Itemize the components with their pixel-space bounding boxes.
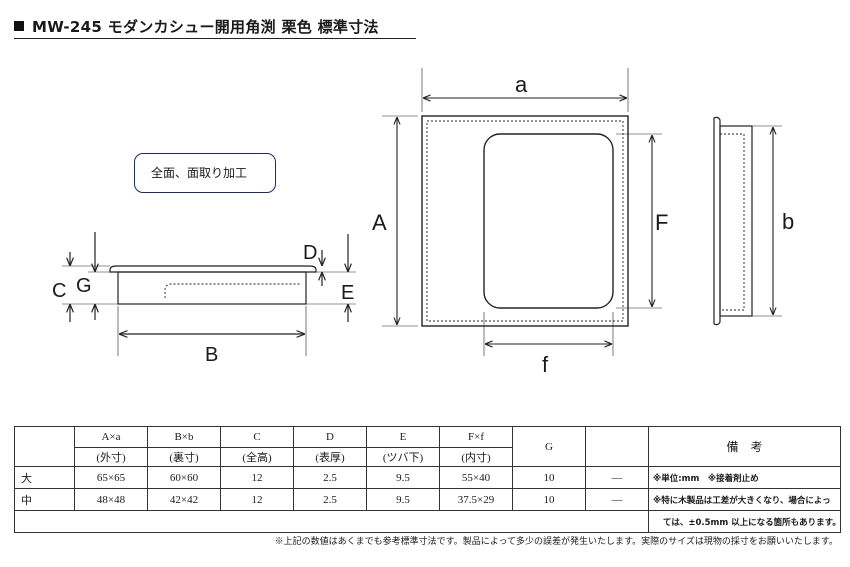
header-cell: E [366,426,440,448]
header-size-cell [14,426,75,467]
label-a: a [515,72,528,97]
table-blank-row: ては、±0.5mm 以上になる箇所もあります。 [14,510,841,533]
technical-drawing: C G D E B a A F f [52,68,794,377]
value-cell: 10 [512,466,586,489]
table-row: 中 48×48 42×42 12 2.5 9.5 37.5×29 10 ― ※特… [14,488,841,511]
table-subheader-row: (外寸) (裏寸) (全高) (表厚) (ツバ下) (内寸) [15,447,841,467]
title-underline [14,38,416,39]
value-cell: ― [585,488,649,511]
header-cell: G [512,426,586,467]
value-cell: 12 [220,488,294,511]
value-cell: 42×42 [147,488,221,511]
label-big-f: F [655,210,668,235]
header-cell: A×a [74,426,148,448]
value-cell: 10 [512,488,586,511]
footer-disclaimer: ※上記の数値はあくまでも参考標準寸法です。製品によって多少の誤差が発生いたします… [274,536,838,546]
chamfer-note-box: 全面、面取り加工 [134,153,276,193]
value-cell: 2.5 [293,488,367,511]
value-cell: 55×40 [439,466,513,489]
header-cell: B×b [147,426,221,448]
front-outer-frame [421,115,629,327]
value-cell: 37.5×29 [439,488,513,511]
side-hidden-line [164,283,300,298]
subheader-cell: (外寸) [74,447,148,467]
header-cell: C [220,426,294,448]
label-e: E [341,282,354,304]
subheader-cell: (全高) [220,447,294,467]
value-cell: 2.5 [293,466,367,489]
header-cell: D [293,426,367,448]
profile-body [719,125,753,317]
subheader-cell: (表厚) [293,447,367,467]
profile-flange [713,116,721,326]
side-body [117,271,307,305]
spec-table: A×a B×b C D E F×f G 備考 (外寸) (裏寸) (全高) (表… [14,426,841,533]
front-inner-opening [483,133,614,309]
front-hidden-back [426,120,624,322]
subheader-cell: (ツバ下) [366,447,440,467]
label-c: C [52,280,66,302]
header-extra-cell [585,426,649,467]
table-row: 大 65×65 60×60 12 2.5 9.5 55×40 10 ― ※単位:… [14,466,841,489]
label-g: G [76,275,92,297]
value-cell: 9.5 [366,488,440,511]
size-cell: 大 [14,466,75,489]
remark-line: ※特に木製品は工差が大きくなり、場合によっ [648,488,841,511]
square-bullet-icon [14,21,24,31]
value-cell: 48×48 [74,488,148,511]
label-b-side: B [205,344,218,366]
side-flange [109,265,317,273]
blank-cell [14,510,649,533]
value-cell: 9.5 [366,466,440,489]
profile-view [713,116,782,326]
side-view [62,232,356,356]
page-title: MW-245 モダンカシュー開用角渕 栗色 標準寸法 [14,16,379,37]
label-small-f: f [542,352,549,377]
header-cell: F×f [439,426,513,448]
label-b-profile: b [782,209,794,234]
subheader-cell: (内寸) [439,447,513,467]
remarks-header: 備考 [648,426,841,467]
label-big-a: A [372,210,387,235]
label-d: D [303,242,317,264]
value-cell: 60×60 [147,466,221,489]
front-view [382,68,662,356]
value-cell: ― [585,466,649,489]
value-cell: 12 [220,466,294,489]
subheader-cell: (裏寸) [147,447,221,467]
size-cell: 中 [14,488,75,511]
profile-hidden-line [720,133,745,311]
table-header-row: A×a B×b C D E F×f G 備考 [14,426,841,467]
value-cell: 65×65 [74,466,148,489]
remark-line: ては、±0.5mm 以上になる箇所もあります。 [648,510,841,533]
remark-line: ※単位:mm ※接着剤止め [648,466,841,489]
